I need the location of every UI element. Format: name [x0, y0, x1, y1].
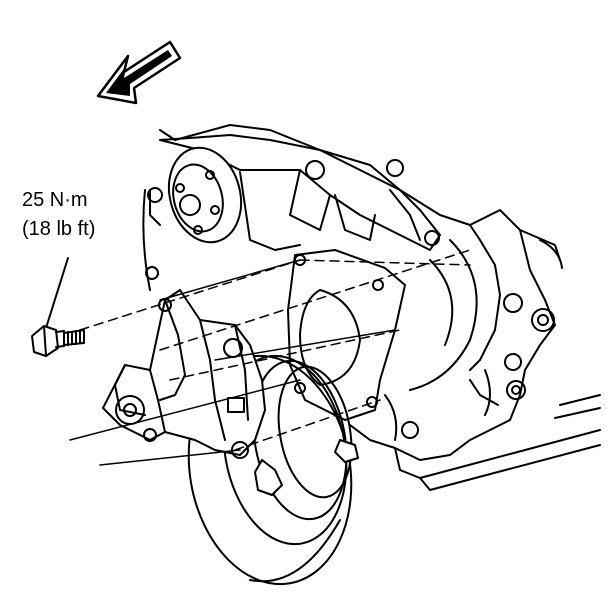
guide-lines: [69, 259, 396, 466]
upper-water-pump: [142, 134, 441, 291]
water-pump-gasket: [287, 249, 406, 421]
water-pump-assembly: [102, 289, 359, 496]
alignment-lines: [79, 249, 471, 451]
upper-pulley-hub: [167, 146, 243, 244]
lower-pulley: [187, 354, 353, 586]
bolt-icon: [31, 325, 85, 357]
torque-spec-imperial: (18 lb ft): [22, 218, 96, 240]
torque-leader-line: [45, 257, 69, 329]
torque-spec-metric: 25 N·m: [22, 189, 88, 211]
torque-spec-label: 25 N·m (18 lb ft): [22, 186, 95, 244]
front-direction-arrow-icon: [96, 40, 182, 105]
